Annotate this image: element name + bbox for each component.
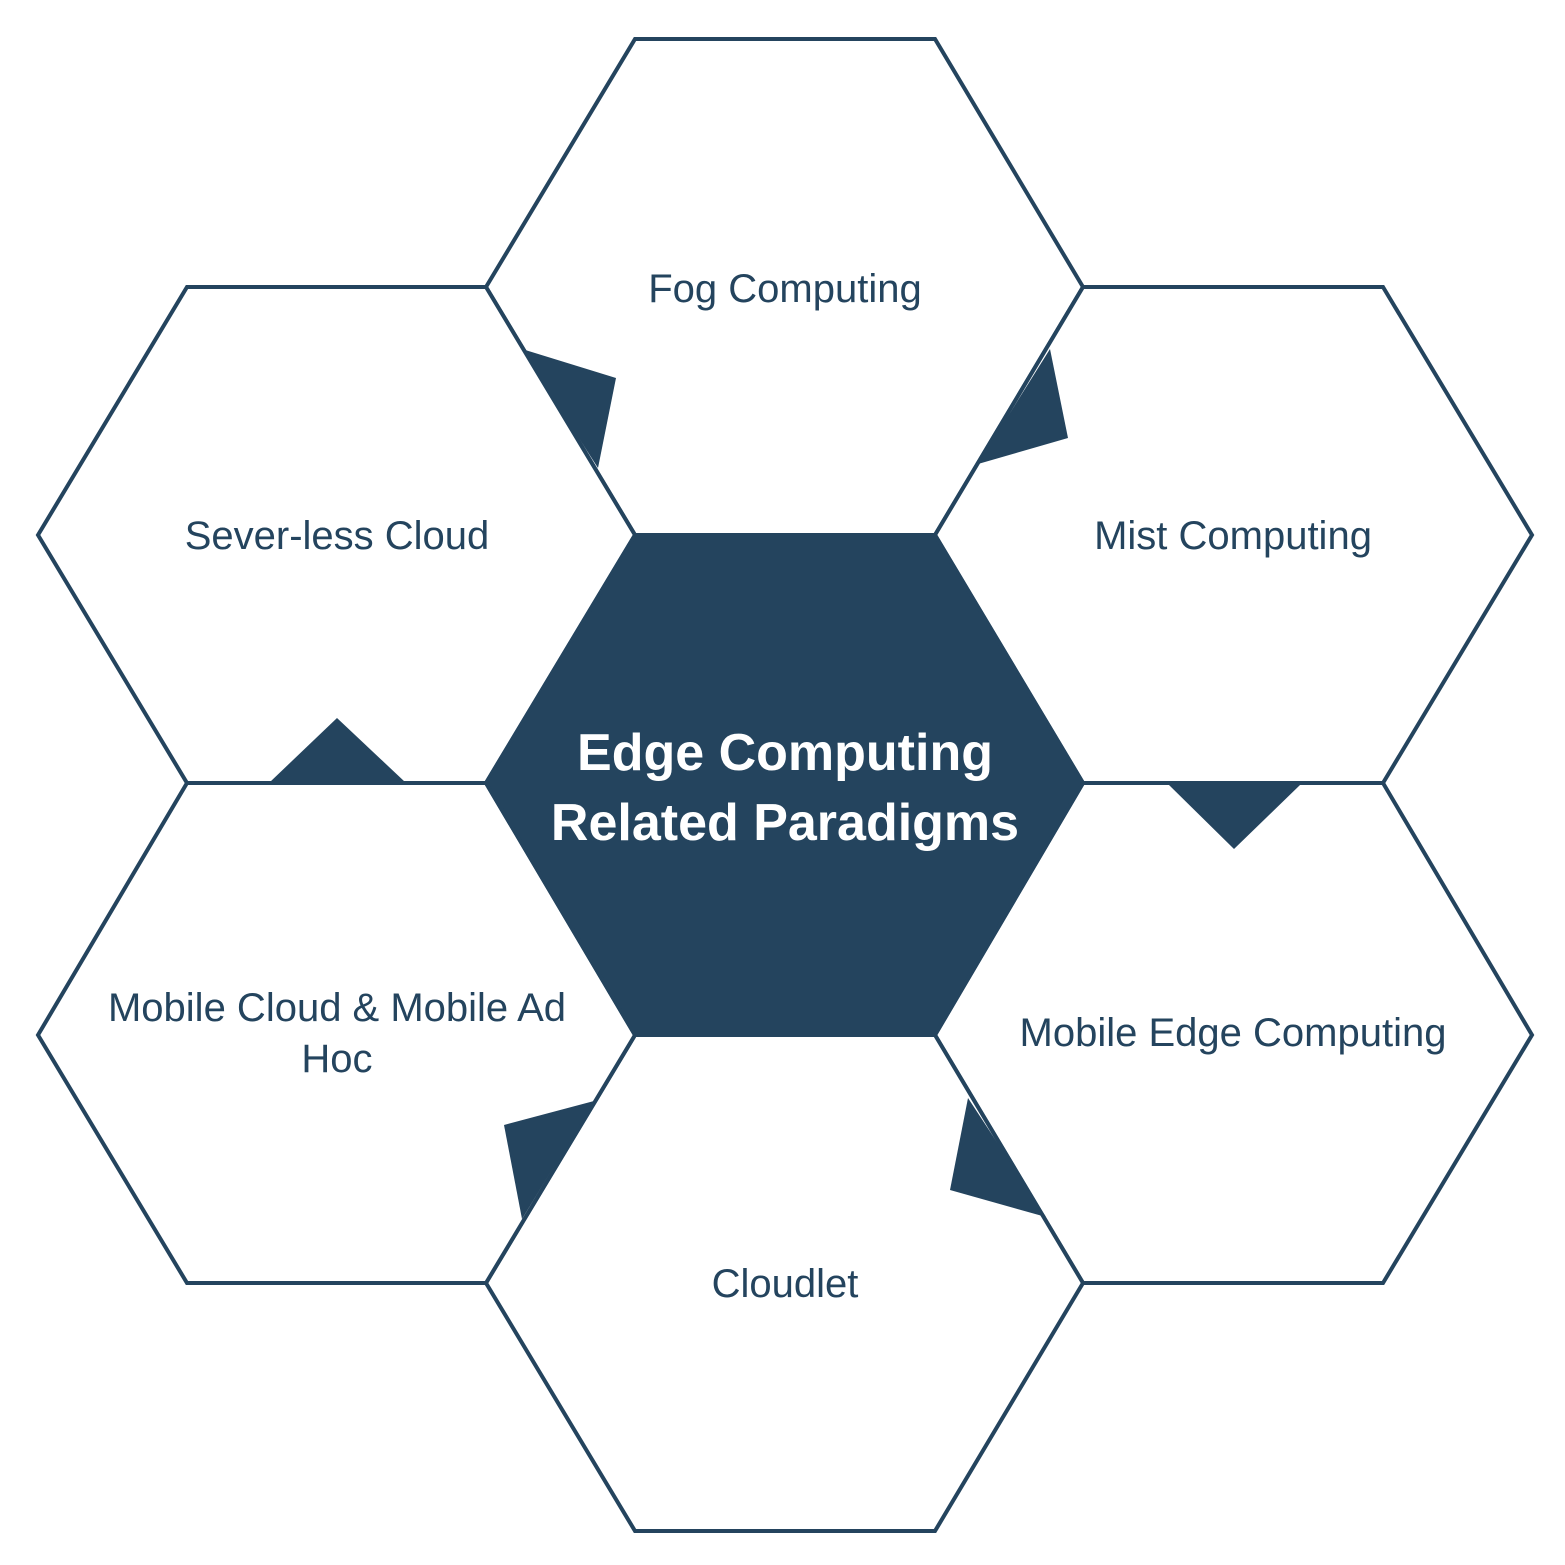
center-title-line1: Edge Computing [577, 724, 993, 782]
connector-mobile-cloud-to-serverless [270, 718, 405, 782]
connector-fog-to-mist [978, 349, 1068, 464]
hex-mist-computing: Mist Computing [932, 285, 1535, 785]
connector-cloudlet-to-mobile-cloud [504, 1101, 594, 1219]
label-mist-computing: Mist Computing [1094, 514, 1372, 558]
hex-center-edge-computing: Edge Computing Related Paradigms [483, 533, 1086, 1037]
connector-mobile-edge-to-cloudlet [950, 1098, 1046, 1217]
label-serverless-cloud: Sever-less Cloud [185, 514, 490, 558]
label-fog-computing: Fog Computing [648, 267, 921, 311]
center-title-line2: Related Paradigms [551, 794, 1019, 852]
label-mobile-edge-computing: Mobile Edge Computing [1020, 1011, 1447, 1055]
connector-mist-to-mobile-edge [1169, 785, 1300, 849]
connector-serverless-to-fog [522, 349, 616, 468]
label-mobile-cloud-line1: Mobile Cloud & Mobile Ad [108, 986, 566, 1030]
label-mobile-cloud-line2: Hoc [301, 1037, 372, 1081]
label-cloudlet: Cloudlet [712, 1262, 859, 1306]
